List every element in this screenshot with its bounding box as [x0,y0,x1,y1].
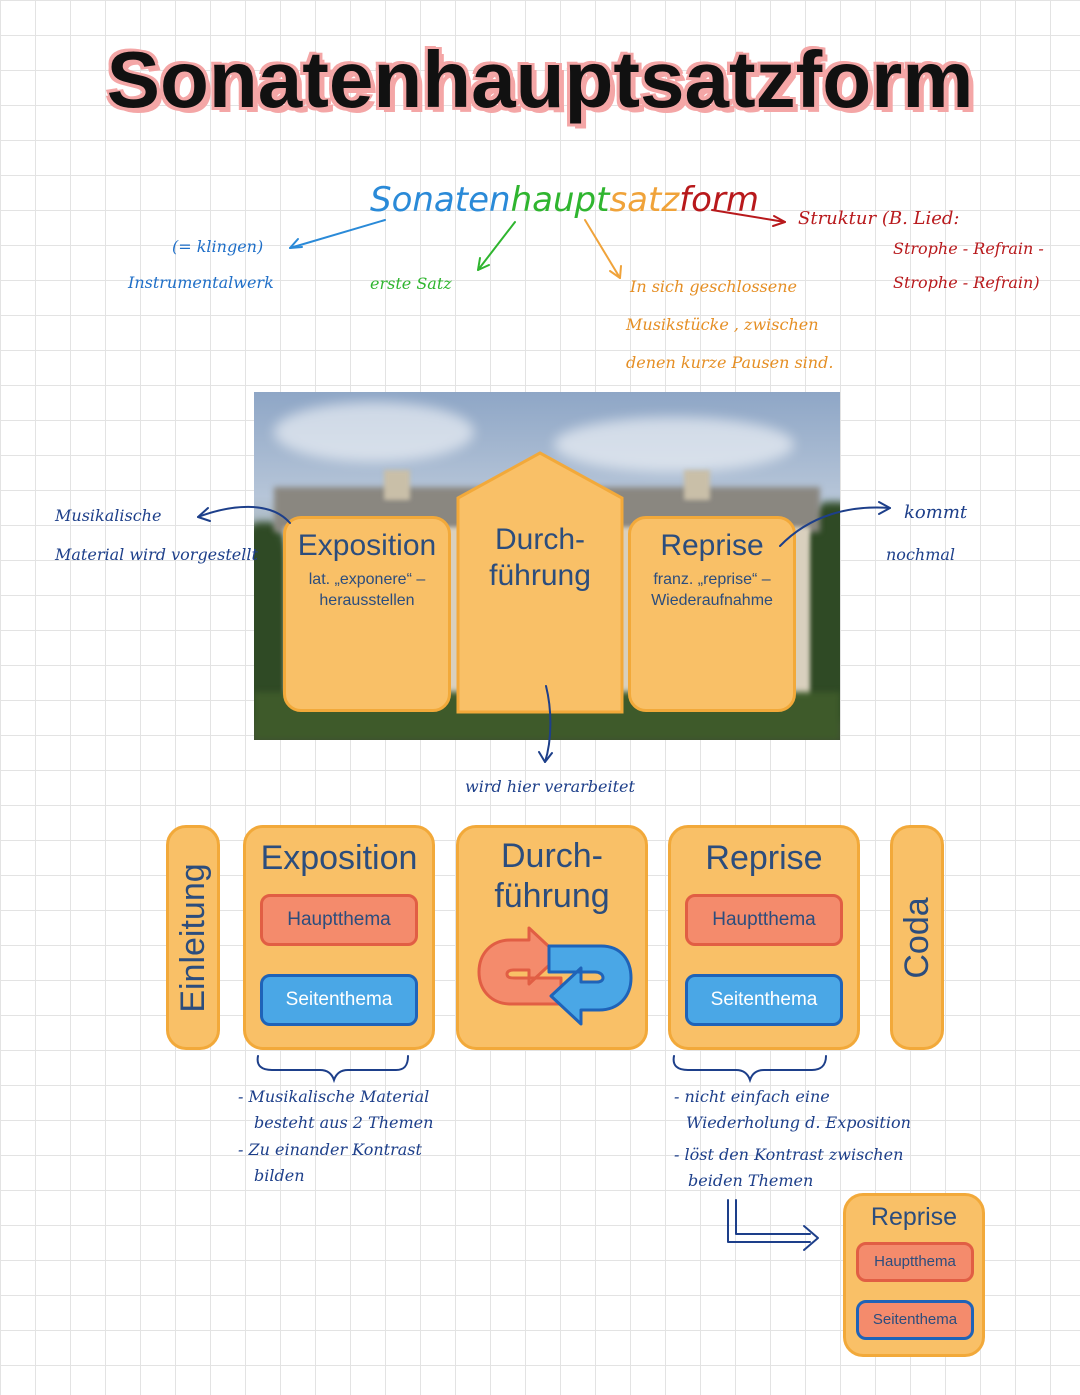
page-title: Sonatenhauptsatzform [106,35,974,124]
exposition-hauptthema: Hauptthema [260,894,418,946]
bottom-note-rep-4: beiden Themen [688,1171,814,1190]
col-exposition: Exposition Hauptthema Seitenthema [243,825,435,1050]
word-part-form: form [679,180,760,220]
reprise-hauptthema: Hauptthema [685,894,843,946]
einleitung-label: Einleitung [174,863,212,1013]
house-box-reprise: Reprise franz. „reprise“ – Wiederaufnahm… [628,516,796,712]
word-decomposition: Sonatenhauptsatzform [370,178,759,222]
reprise-seitenthema: Seitenthema [685,974,843,1026]
recycle-arrows-icon [477,926,633,1026]
reprise-label: Reprise [705,839,823,877]
bottom-note-rep-3: - löst den Kontrast zwischen [674,1145,904,1164]
side-arrows [197,501,891,763]
chimney [684,470,710,500]
bottom-note-rep-2: Wiederholung d. Exposition [686,1113,911,1132]
bottom-note-rep-1: - nicht einfach eine [674,1087,830,1106]
exposition-seitenthema: Seitenthema [260,974,418,1026]
note-form-2: Strophe - Refrain - [893,239,1044,258]
note-haupt: erste Satz [370,274,452,293]
house-box-exposition: Exposition lat. „exponere“ – herausstell… [283,516,451,712]
cloud [554,417,794,472]
bottom-note-expo-3: - Zu einander Kontrast [238,1140,422,1159]
word-part-satz: satz [609,180,680,220]
title-wrap: Sonatenhauptsatzform [0,30,1080,130]
house-durch-title-1: Durch- [494,523,585,556]
side-note-right-1: kommt [904,502,968,523]
col-reprise: Reprise Hauptthema Seitenthema [668,825,860,1050]
col-einleitung [166,825,220,1050]
house-reprise-sub-2: Wiederaufnahme [651,592,773,609]
mini-reprise-box: Reprise Hauptthema Seitenthema [843,1193,985,1357]
note-form-1: Struktur (B. Lied: [798,208,960,229]
house-durch-title-2: führung [489,559,591,592]
note-satz-1: In sich geschlossene [630,277,797,296]
house-durchfuehrung-label: Durch- führung [458,522,622,594]
house-reprise-sub-1: franz. „reprise“ – [653,571,771,588]
side-note-left-2: Material wird vorgestellt [55,545,258,564]
house-box-durchfuehrung-shape [456,451,624,714]
house-exposition-sub-1: lat. „exponere“ – [308,571,426,588]
mini-seitenthema: Seitenthema [856,1300,974,1340]
house-exposition-title: Exposition [297,529,437,562]
note-form-3: Strophe - Refrain) [893,273,1040,292]
exposition-label: Exposition [260,839,418,877]
note-sonaten-2: Instrumentalwerk [128,273,274,292]
col-coda [890,825,944,1050]
note-sonaten-1: (= klingen) [172,237,264,256]
note-satz-3: denen kurze Pausen sind. [626,353,834,372]
bottom-note-expo-1: - Musikalische Material [238,1087,430,1106]
house-reprise-title: Reprise [660,529,764,562]
mini-reprise-label: Reprise [870,1203,958,1231]
bottom-note-expo-4: bilden [254,1166,305,1185]
side-note-middle: wird hier verarbeitet [465,777,635,796]
side-note-left-1: Musikalische [55,506,162,525]
durch-label-2: führung [494,877,610,915]
bottom-note-expo-2: besteht aus 2 Themen [254,1113,434,1132]
note-satz-2: Musikstücke , zwischen [626,315,819,334]
braces [256,1055,827,1084]
cloud [274,402,474,462]
house-exposition-sub-2: herausstellen [319,592,415,609]
word-part-sonaten: Sonaten [370,180,511,220]
chimney [384,470,410,500]
word-part-haupt: haupt [510,180,610,220]
mini-hauptthema: Hauptthema [856,1242,974,1282]
col-durchfuehrung: Durch- führung [456,825,648,1050]
double-arrow-icon [727,1199,819,1251]
durch-label-1: Durch- [500,837,604,875]
coda-label: Coda [898,897,936,979]
decomposition-arrows [289,209,786,279]
side-note-right-2: nochmal [886,545,956,564]
